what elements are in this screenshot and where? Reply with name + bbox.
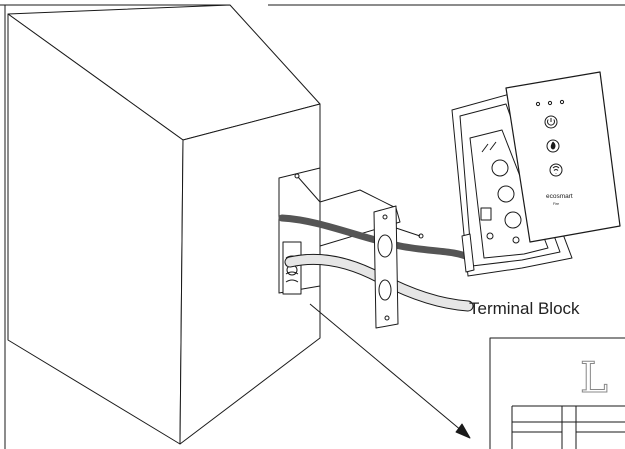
- power-button-icon: [544, 115, 558, 129]
- terminal-block-in-wall: [278, 167, 321, 295]
- callout-arrow-head: [455, 423, 471, 439]
- brand-logo-subtext: Fire: [553, 202, 559, 206]
- control-panel-cover: [505, 71, 621, 243]
- terminal-block-label: Terminal Block: [469, 299, 580, 318]
- screw-right: [418, 233, 424, 239]
- flame-button-icon: [546, 139, 560, 153]
- fan-button-icon: [549, 163, 563, 177]
- brand-logo-text: ecosmart: [546, 193, 573, 200]
- mounting-plate: [373, 205, 399, 329]
- screw-top: [294, 173, 300, 179]
- wall-box: [7, 4, 321, 445]
- terminal-letter-label: L: [580, 353, 608, 402]
- indicator-led-1: [535, 101, 541, 107]
- screw-line-top: [297, 176, 321, 203]
- indicator-led-2: [547, 100, 553, 106]
- callout-arrow-line: [309, 303, 469, 437]
- indicator-led-3: [559, 99, 565, 105]
- terminal-block-zoom-inset: [489, 337, 625, 449]
